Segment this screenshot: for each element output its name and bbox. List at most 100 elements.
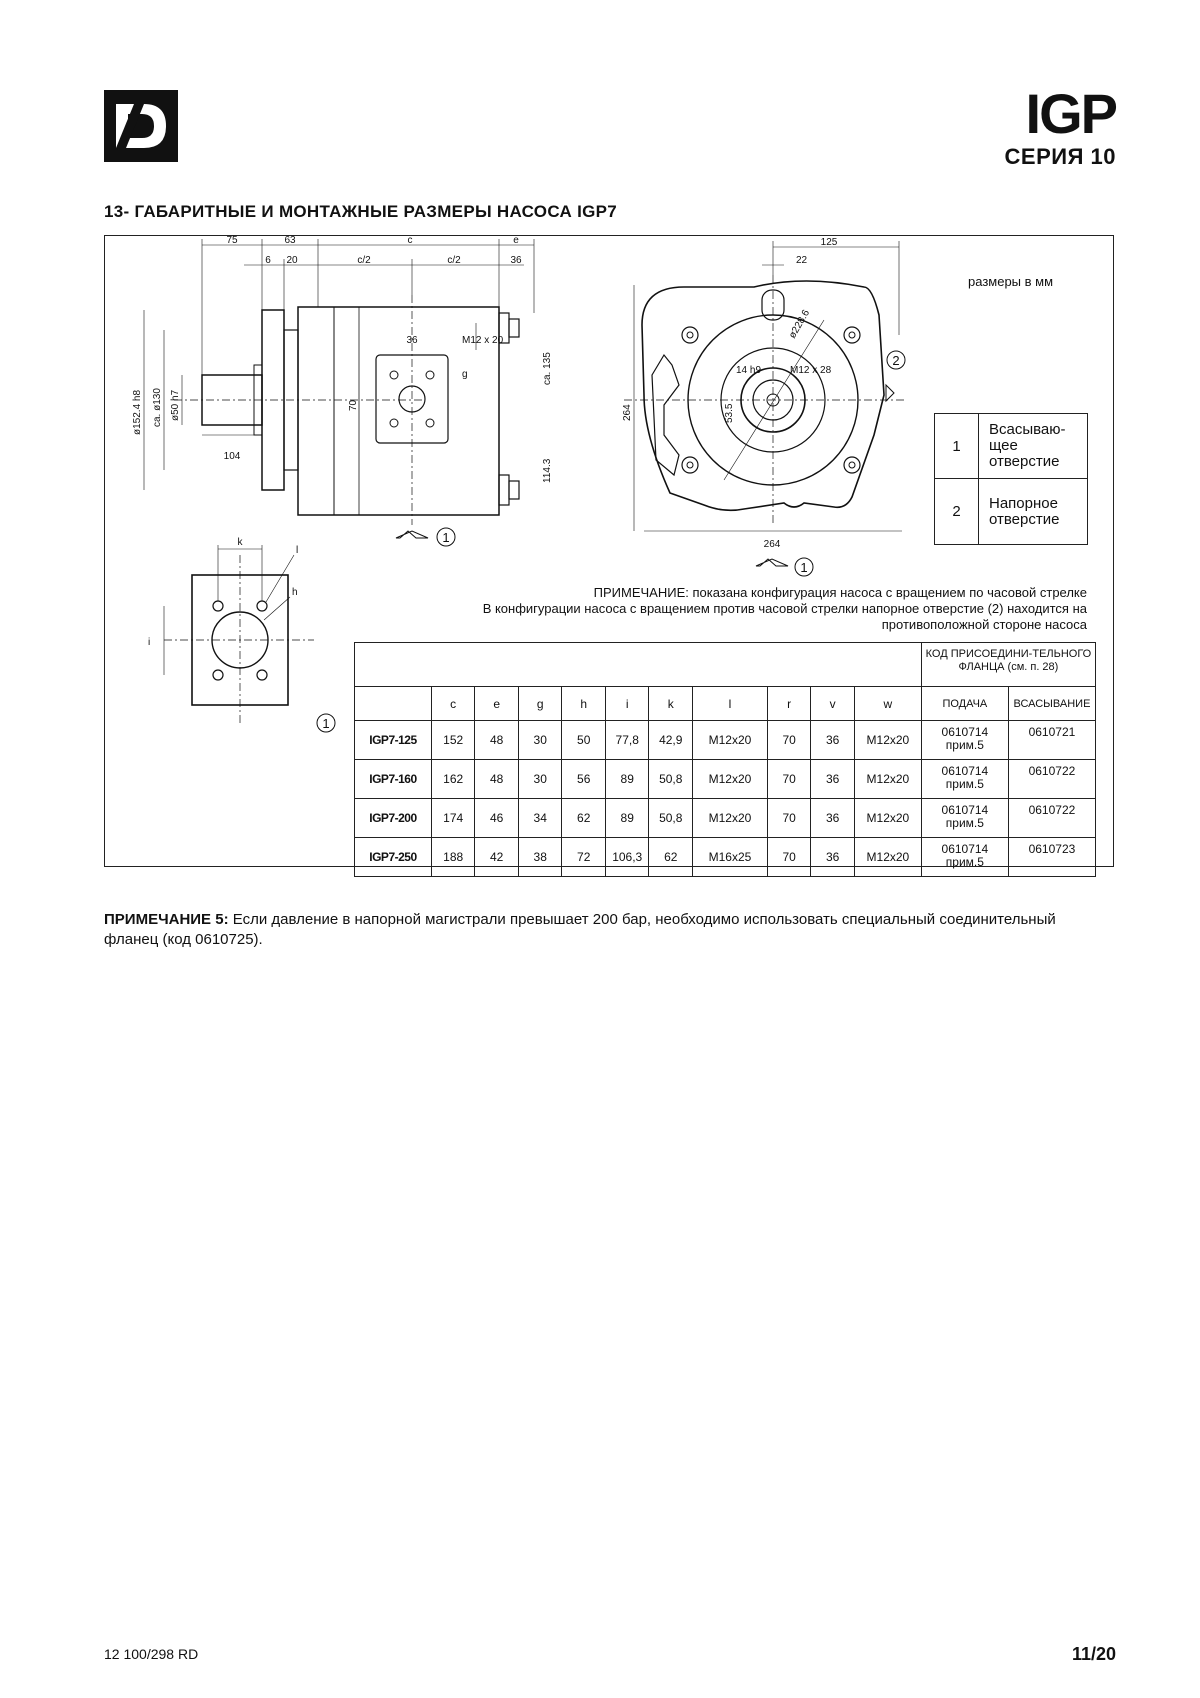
brand-name: IGP — [1025, 82, 1118, 145]
supply-code-cell: 0610714 прим.5 — [920, 720, 1009, 760]
model-cell: IGP7-125 — [354, 720, 432, 760]
table-cell: 70 — [766, 837, 812, 877]
supply-code-cell: 0610714 прим.5 — [920, 798, 1009, 838]
column-header: ВСАСЫВАНИЕ — [1007, 686, 1097, 721]
svg-text:22: 22 — [796, 255, 808, 266]
rotation-note-line: В конфигурации насоса с вращением против… — [482, 601, 1087, 616]
table-cell: 70 — [766, 798, 812, 838]
table-cell: M12x20 — [853, 720, 922, 760]
table-cell: 50,8 — [648, 759, 693, 799]
column-header: w — [853, 686, 922, 721]
table-cell: M12x20 — [692, 759, 768, 799]
svg-text:36: 36 — [406, 335, 418, 346]
technical-drawing: 75 63 c e 6 20 c/2 c/2 36 36 M12 x 20 g … — [132, 235, 906, 733]
column-header: l — [692, 686, 768, 721]
model-cell: IGP7-160 — [354, 759, 432, 799]
svg-text:2: 2 — [892, 353, 899, 368]
svg-text:k: k — [238, 537, 244, 548]
table-cell: 152 — [430, 720, 476, 760]
supply-code-cell: 0610714 прим.5 — [920, 759, 1009, 799]
footnote-text: Если давление в напорной магистрали прев… — [104, 911, 1056, 948]
svg-text:125: 125 — [821, 237, 838, 248]
brand-header: IGP СЕРИЯ 10 — [1005, 82, 1118, 170]
svg-text:ca. ø130: ca. ø130 — [152, 388, 163, 427]
svg-text:ca. 135: ca. 135 — [542, 352, 553, 385]
rotation-note-line: ПРИМЕЧАНИЕ: показана конфигурация насоса… — [593, 585, 1087, 600]
table-cell: 48 — [474, 759, 519, 799]
svg-text:ø228.6: ø228.6 — [787, 308, 812, 341]
table-cell: 72 — [561, 837, 606, 877]
model-cell: IGP7-250 — [354, 837, 432, 877]
table-row: IGP7-160 162 48 30 56 89 50,8 M12x20 70 … — [354, 759, 1097, 799]
svg-text:e: e — [513, 235, 519, 246]
legend-text: Всасываю-щее отверстие — [989, 421, 1066, 470]
flange-code-header: КОД ПРИСОЕДИНИ-ТЕЛЬНОГО ФЛАНЦА (см. п. 2… — [920, 642, 1097, 687]
svg-text:264: 264 — [764, 539, 781, 550]
legend-text: Напорное отверстие — [989, 494, 1060, 528]
flange-view: k l h i 1 — [148, 537, 336, 733]
table-cell: 89 — [604, 798, 650, 838]
svg-text:c: c — [408, 235, 413, 246]
svg-text:75: 75 — [226, 235, 238, 246]
front-view: 125 22 ø228.6 14 h9 M12 x 28 53.5 264 26… — [622, 237, 906, 577]
units-note: размеры в мм — [968, 274, 1054, 289]
table-cell: 36 — [810, 720, 855, 760]
svg-text:6: 6 — [265, 255, 271, 266]
svg-text:114.3: 114.3 — [542, 458, 553, 483]
table-cell: M12x20 — [853, 837, 922, 877]
column-header: ПОДАЧА — [920, 686, 1009, 721]
column-header: h — [561, 686, 606, 721]
column-header: r — [766, 686, 812, 721]
table-column-header-row: c e g h i k l r v w ПОДАЧА ВСАСЫВАНИЕ — [354, 686, 1097, 721]
svg-text:1: 1 — [442, 530, 449, 545]
table-cell: 36 — [810, 759, 855, 799]
svg-text:14 h9: 14 h9 — [736, 365, 761, 376]
table-group-header-row: КОД ПРИСОЕДИНИ-ТЕЛЬНОГО ФЛАНЦА (см. п. 2… — [354, 642, 1097, 687]
supply-code-cell: 0610714 прим.5 — [920, 837, 1009, 877]
footnote-label: ПРИМЕЧАНИЕ 5: — [104, 911, 229, 928]
svg-text:ø152.4 h8: ø152.4 h8 — [132, 390, 143, 435]
footnote: ПРИМЕЧАНИЕ 5: Если давление в напорной м… — [104, 910, 1064, 950]
table-cell: 48 — [474, 720, 519, 760]
svg-text:1: 1 — [800, 560, 807, 575]
svg-text:63: 63 — [284, 235, 296, 246]
table-cell: 89 — [604, 759, 650, 799]
table-cell: 38 — [517, 837, 563, 877]
svg-text:c/2: c/2 — [357, 255, 371, 266]
table-cell: 62 — [648, 837, 693, 877]
table-cell: M12x20 — [853, 759, 922, 799]
legend-number: 1 — [935, 414, 979, 478]
legend-row-pressure: 2 Напорное отверстие — [935, 479, 1087, 544]
svg-text:M12 x 20: M12 x 20 — [462, 335, 504, 346]
svg-text:36: 36 — [510, 255, 522, 266]
column-header: i — [604, 686, 650, 721]
svg-text:c/2: c/2 — [447, 255, 461, 266]
page-number: 11/20 — [1071, 1644, 1116, 1664]
table-cell: 70 — [766, 759, 812, 799]
table-cell: 46 — [474, 798, 519, 838]
suction-code-cell: 0610721 — [1007, 720, 1097, 760]
table-cell: 77,8 — [604, 720, 650, 760]
dimensions-table: КОД ПРИСОЕДИНИ-ТЕЛЬНОГО ФЛАНЦА (см. п. 2… — [354, 642, 1097, 877]
table-cell: 70 — [766, 720, 812, 760]
svg-text:20: 20 — [286, 255, 298, 266]
column-header: v — [810, 686, 855, 721]
legend-row-suction: 1 Всасываю-щее отверстие — [935, 414, 1087, 479]
model-cell: IGP7-200 — [354, 798, 432, 838]
table-cell: 50 — [561, 720, 606, 760]
svg-text:M12 x 28: M12 x 28 — [790, 365, 832, 376]
rotation-note-line: противоположной стороне насоса — [881, 617, 1087, 632]
table-cell: 36 — [810, 837, 855, 877]
table-cell: 34 — [517, 798, 563, 838]
table-cell: M12x20 — [853, 798, 922, 838]
port-legend: 1 Всасываю-щее отверстие 2 Напорное отве… — [934, 413, 1088, 545]
company-logo — [104, 90, 178, 162]
suction-code-cell: 0610722 — [1007, 798, 1097, 838]
column-header: c — [430, 686, 476, 721]
svg-text:i: i — [148, 637, 150, 648]
table-cell: 30 — [517, 759, 563, 799]
svg-text:104: 104 — [224, 451, 241, 462]
table-cell: 106,3 — [604, 837, 650, 877]
table-cell: M16x25 — [692, 837, 768, 877]
svg-text:1: 1 — [322, 716, 329, 731]
